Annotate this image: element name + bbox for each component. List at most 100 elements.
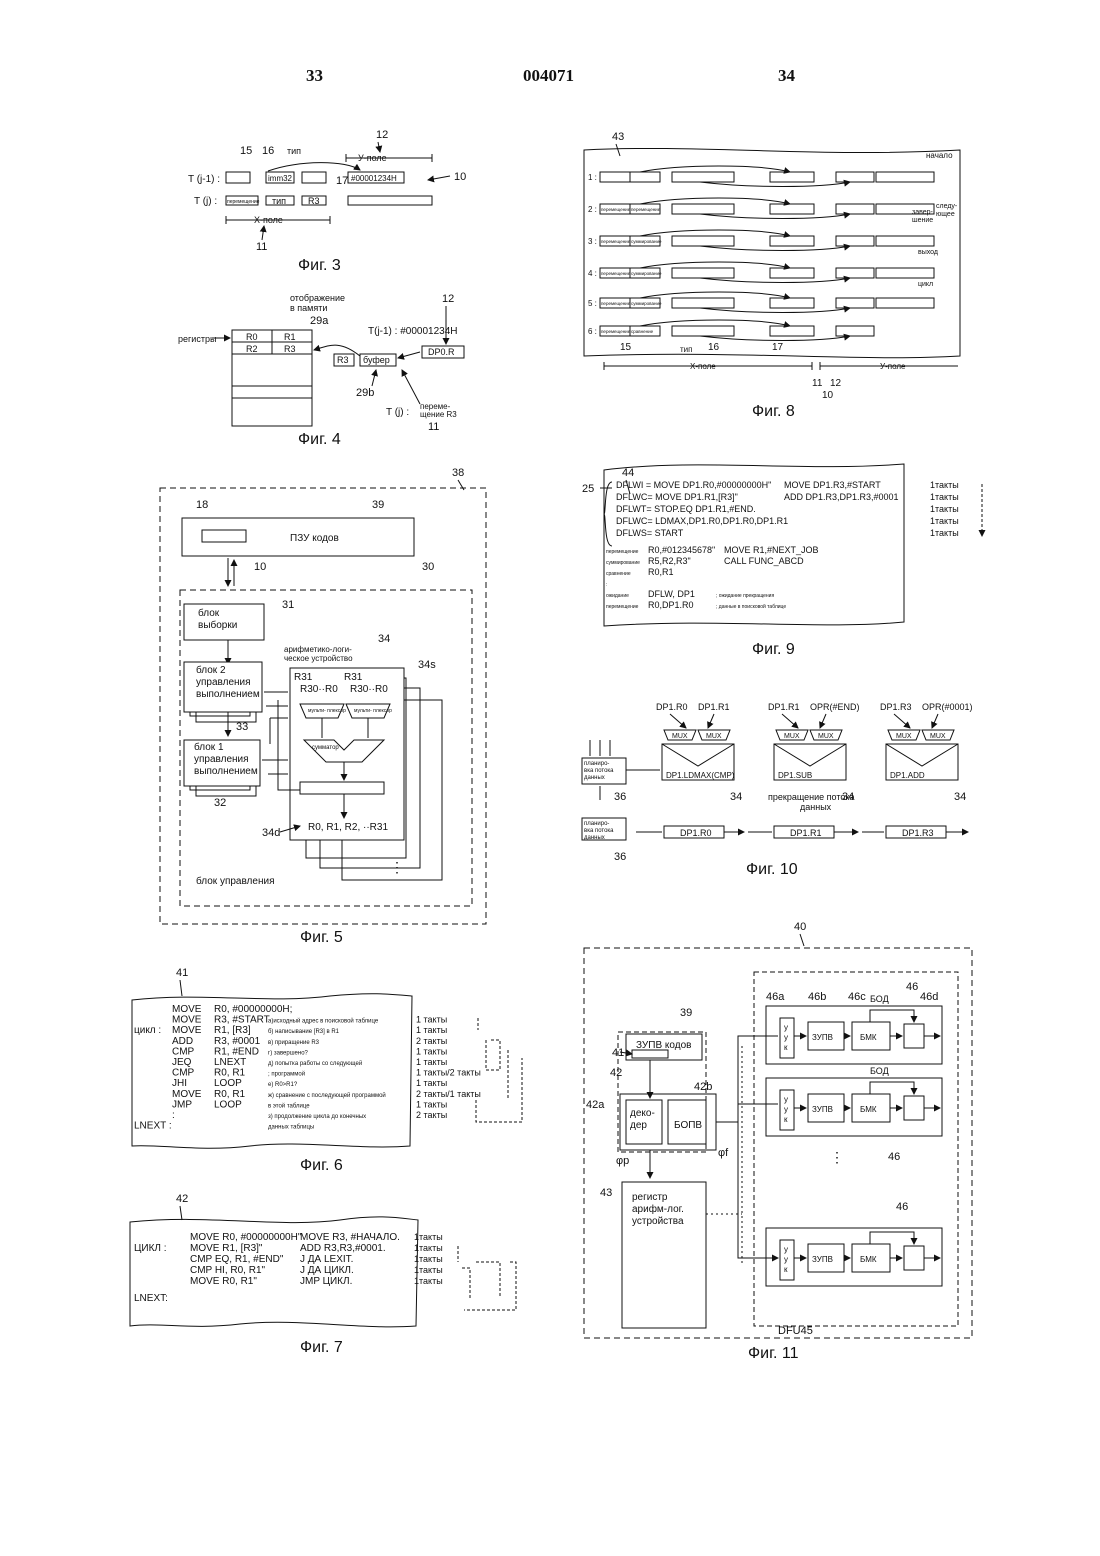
fig9-caption: Фиг. 9 <box>752 641 795 658</box>
fig8-row-number: 4 : <box>588 269 597 278</box>
fig11-uuk-label-2: у <box>784 1255 788 1264</box>
fig8-finish-line1: завер- <box>912 209 934 216</box>
fig5-r31a: R31 <box>294 672 313 683</box>
fig11-dfu: DFU45 <box>778 1325 813 1337</box>
fig8-flow-arrow <box>640 262 790 268</box>
figure-11: 40 39 ЗУПВ кодов 41 42 42a 42b деко-дер … <box>584 921 972 1338</box>
fig10-sched2-line2: вка потока <box>584 828 614 834</box>
fig9-lower-key: суммирование <box>606 560 640 566</box>
fig10-label-36a: 36 <box>614 791 626 803</box>
fig6-code-cycles: 1 такты <box>416 1025 447 1035</box>
fig8-flow-arrow <box>640 320 790 326</box>
fig5-label-38: 38 <box>452 467 464 479</box>
fig6-code-comment: г) завершено? <box>268 1050 309 1056</box>
fig6-code-comment: б) написывание [R3] в R1 <box>268 1029 340 1035</box>
fig11-label-41: 41 <box>612 1047 624 1059</box>
fig6-code-cycles: 1 такты <box>416 1057 447 1067</box>
fig10-alu-cross <box>886 744 958 766</box>
fig7-code-cycles: 1такты <box>414 1276 443 1286</box>
fig4-label-29a: 29a <box>310 315 329 327</box>
fig6-code-arg: R0, R1 <box>214 1068 246 1079</box>
fig11-alu-reg: регистрарифм-лог.устройства <box>632 1192 684 1227</box>
fig11-unit-frame <box>766 1006 942 1064</box>
fig11-caption: Фиг. 11 <box>748 1345 799 1362</box>
fig8-label-15: 15 <box>620 342 632 353</box>
fig9-lower-key: перемещение <box>606 549 639 555</box>
fig5-label-34s: 34s <box>418 659 436 671</box>
fig3-label-10: 10 <box>454 171 466 183</box>
fig8-field-a <box>600 172 630 182</box>
fig5-alu-title-line1: арифметико-логи- <box>284 645 352 654</box>
fig8-row-number: 3 : <box>588 237 597 246</box>
fig11-uuk-label-1: у <box>784 1023 788 1032</box>
fig8-field-text: перемещение <box>631 207 661 212</box>
fig10-mux-label: MUX <box>784 733 800 740</box>
fig9-lower-extra: ; ожидание прекращения <box>716 593 774 599</box>
fig11-uuk-label-2: у <box>784 1105 788 1114</box>
fig8-field-e <box>836 204 874 214</box>
fig11-decoder-line1: деко- <box>630 1108 655 1119</box>
fig10-out1: DP1.R0 <box>680 828 712 838</box>
fig8-field-d <box>770 268 814 278</box>
fig5-adder: сумматор <box>312 745 339 751</box>
fig6-code-cycles: 2 такты/1 такты <box>416 1089 481 1099</box>
fig9-lower-extra: CALL FUNC_ABCD <box>724 556 804 566</box>
fig6-code-comment: ж) сравнение с последующей программой <box>268 1092 386 1099</box>
fig8-exit: выход <box>918 249 938 256</box>
fig6-code-cycles: 1 такты <box>416 1015 447 1025</box>
fig8-field-d <box>770 204 814 214</box>
fig8-next-line1: следу- <box>936 203 958 210</box>
fig10-label-34: 34 <box>954 791 966 803</box>
fig9-label-44: 44 <box>622 467 634 479</box>
fig4-label-29b: 29b <box>356 387 374 399</box>
fig6-code-arg: LOOP <box>214 1099 242 1110</box>
fig6-code-cycles: 2 такты <box>416 1036 447 1046</box>
fig7-code-instr-a: CMP HI, R0, R1" <box>190 1265 265 1276</box>
fig11-label-46b: 46b <box>808 991 826 1003</box>
fig8-label-16: 16 <box>708 342 720 353</box>
fig11-uuk-label-3: к <box>784 1043 788 1052</box>
fig7-code-cycles: 1такты <box>414 1254 443 1264</box>
fig4-r2: R2 <box>246 344 258 354</box>
fig6-code-op: CMP <box>172 1068 195 1079</box>
fig11-bod-label: БОД <box>870 994 889 1004</box>
fig10-input-arrow <box>782 714 798 728</box>
fig8-field-c <box>672 326 734 336</box>
fig10-mux-label: MUX <box>672 733 688 740</box>
fig7-code-block: MOVE R0, #00000000H"MOVE R3, #НАЧАЛО.1та… <box>134 1232 443 1304</box>
fig9-lower-key: сравнение <box>606 571 631 577</box>
fig8-field-text: перемещение <box>601 301 631 306</box>
fig8-row-number: 2 : <box>588 205 597 214</box>
fig9-code-cycles: 1такты <box>930 516 959 526</box>
fig10-alu-label: DP1.ADD <box>890 771 925 780</box>
fig5-mux-b: мульти- плексор <box>354 708 392 714</box>
fig7-code-instr-a: MOVE R1, [R3]" <box>190 1243 263 1254</box>
fig10-sched1-line3: данных <box>584 775 605 781</box>
fig7-caption: Фиг. 7 <box>300 1339 343 1356</box>
fig6-label-41: 41 <box>176 967 188 979</box>
fig5-label-31: 31 <box>282 599 294 611</box>
fig7-code-instr-a: CMP EQ, R1, #END" <box>190 1254 284 1265</box>
fig8-flow-arrow <box>700 308 850 313</box>
fig9-lower-value: R5,R2,R3" <box>648 556 691 566</box>
fig8-row-number: 5 : <box>588 299 597 308</box>
fig8-flow-arrow <box>700 214 850 219</box>
fig5-exec1-line1: блок 1 <box>194 741 224 753</box>
fig8-label-11: 11 <box>812 378 823 389</box>
fig4-registers: регистры <box>178 334 216 344</box>
fig8-field-text: суммирование <box>631 301 662 306</box>
fig10-label-36b: 36 <box>614 851 626 863</box>
fig11-label-39: 39 <box>680 1007 692 1019</box>
fig8-label-17: 17 <box>772 342 784 353</box>
fig9-code-line: DFLWC= MOVE DP1.R1,[R3]" <box>616 492 738 502</box>
fig10-input-arrow <box>932 714 938 728</box>
fig10-sched1: планиро-вка потокаданных <box>584 761 614 781</box>
figure-10: DP1.R0 DP1.R1 DP1.R1 OPR(#END) DP1.R3 OP… <box>582 702 973 863</box>
fig10-input-arrow <box>670 714 686 728</box>
fig10-opr1: OPR(#0001) <box>922 702 973 712</box>
fig10-stop-line2: данных <box>800 802 832 812</box>
fig3-hex: #00001234H <box>351 174 397 183</box>
fig3-tip: тип <box>272 196 286 206</box>
fig8-field-text: сравнение <box>631 329 654 334</box>
fig4-r1: R1 <box>284 332 296 342</box>
